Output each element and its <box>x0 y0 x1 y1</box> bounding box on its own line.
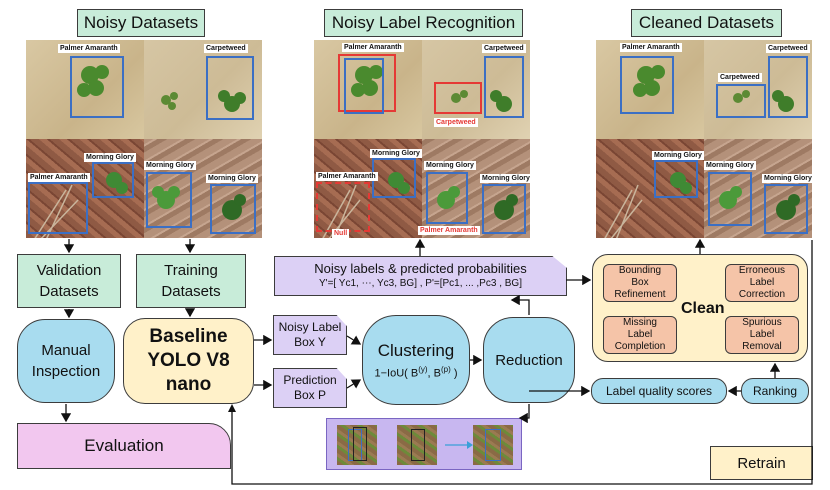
label-morning2-c: Morning Glory <box>704 161 756 170</box>
bbox-carpetweed-red <box>434 82 482 114</box>
label-palmer3-red: Palmer Amaranth <box>418 226 480 235</box>
bbox-palmer <box>70 56 124 118</box>
evaluation-box: Evaluation <box>17 423 231 469</box>
noisy-labels-formula: Y'=[ Yc1, ⋯, Yc3, BG] , P'=[Pc1, ... ,Pc… <box>319 278 522 289</box>
reduction-box: Reduction <box>483 317 575 403</box>
noisy-labels-probabilities-box: Noisy labels & predicted probabilities Y… <box>274 256 567 296</box>
bbox-morning3 <box>210 184 256 234</box>
label-carpetweed-c2: Carpetweed <box>766 44 810 53</box>
label-morning2: Morning Glory <box>144 161 196 170</box>
prediction-box-label: Prediction Box P <box>283 373 337 402</box>
bbox-palmer-blue <box>344 58 384 114</box>
arrow-right-icon <box>445 441 473 449</box>
bbox-morning1 <box>92 162 134 198</box>
label-palmer-c: Palmer Amaranth <box>620 43 682 52</box>
ranking-box: Ranking <box>741 378 809 404</box>
clean-label: Clean <box>681 300 725 317</box>
label-carpetweed-c1: Carpetweed <box>718 73 762 82</box>
validation-datasets-box: Validation Datasets <box>17 254 121 308</box>
label-morning3: Morning Glory <box>206 174 258 183</box>
noisy-label-box-label: Noisy Label Box Y <box>278 320 342 349</box>
label-palmer-r: Palmer Amaranth <box>342 43 404 52</box>
label-morning1-c: Morning Glory <box>652 151 704 160</box>
noisy-datasets-image: Palmer Amaranth Carpetweed Morning Glory… <box>26 40 262 238</box>
label-palmer2: Palmer Amaranth <box>28 173 90 182</box>
bbox-morning1-c <box>654 160 698 198</box>
spurious-label-box: Spurious Label Removal <box>725 316 799 354</box>
noisy-label-recognition-image: Palmer Amaranth Carpetweed Carpetweed Mo… <box>314 40 530 238</box>
label-morning2-r: Morning Glory <box>424 161 476 170</box>
plant-icons <box>34 65 246 238</box>
noisy-label-recognition-title: Noisy Label Recognition <box>324 9 523 37</box>
missing-label-box: Missing Label Completion <box>603 316 677 354</box>
bbox-morning2 <box>146 172 192 228</box>
bbox-morning3-c <box>764 184 808 234</box>
bbox-refinement-box: Bounding Box Refinement <box>603 264 677 302</box>
prediction-box: Prediction Box P <box>273 368 347 408</box>
bbox-morning3-r <box>482 184 526 234</box>
training-datasets-box: Training Datasets <box>136 254 246 308</box>
label-morning3-r: Morning Glory <box>480 174 530 183</box>
cleaned-datasets-title: Cleaned Datasets <box>631 9 782 37</box>
label-morning1: Morning Glory <box>84 153 136 162</box>
bbox-morning2-c <box>708 172 752 226</box>
bbox-carpetweed <box>206 56 254 120</box>
bbox-palmer-c <box>620 56 674 114</box>
clustering-box: Clustering 1−IoU( B(y), B(p) ) <box>362 315 470 405</box>
noisy-labels-title: Noisy labels & predicted probabilities <box>314 261 527 276</box>
retrain-label: Retrain <box>737 454 786 472</box>
erroneous-label-box: Erroneous Label Correction <box>725 264 799 302</box>
retrain-box: Retrain <box>710 446 813 480</box>
manual-inspection-box: Manual Inspection <box>17 319 115 403</box>
bbox-morning1-r <box>372 158 416 198</box>
bbox-carpetweed-c2 <box>768 56 808 118</box>
bbox-null <box>316 182 370 232</box>
label-palmer: Palmer Amaranth <box>58 44 120 53</box>
plant-icons-3 <box>604 65 800 238</box>
sample-strip <box>326 418 522 470</box>
plant-icons-2 <box>322 65 518 238</box>
clustering-formula: 1−IoU( B(y), B(p) ) <box>374 364 458 380</box>
bbox-palmer-red <box>338 54 396 112</box>
noisy-label-box: Noisy Label Box Y <box>273 315 347 355</box>
evaluation-label: Evaluation <box>84 436 164 455</box>
label-carpetweed: Carpetweed <box>204 44 248 53</box>
label-carpetweed-red: Carpetweed <box>434 118 478 127</box>
label-null: Null <box>332 229 350 238</box>
bbox-carpetweed-c1 <box>716 84 766 118</box>
cleaned-datasets-image: Palmer Amaranth Carpetweed Carpetweed Mo… <box>596 40 812 238</box>
bbox-carpetweed-r <box>484 56 524 118</box>
bbox-morning2-r <box>426 172 468 224</box>
label-morning3-c: Morning Glory <box>762 174 812 183</box>
label-morning1-r: Morning Glory <box>370 149 422 158</box>
label-carpetweed-r: Carpetweed <box>482 44 526 53</box>
label-palmer2-r: Palmer Amaranth <box>316 172 378 181</box>
bbox-palmer2 <box>28 182 88 234</box>
noisy-datasets-title: Noisy Datasets <box>77 9 205 37</box>
label-quality-box: Label quality scores <box>591 378 727 404</box>
baseline-yolo-box: Baseline YOLO V8 nano <box>123 318 254 404</box>
clustering-label: Clustering <box>377 340 455 360</box>
